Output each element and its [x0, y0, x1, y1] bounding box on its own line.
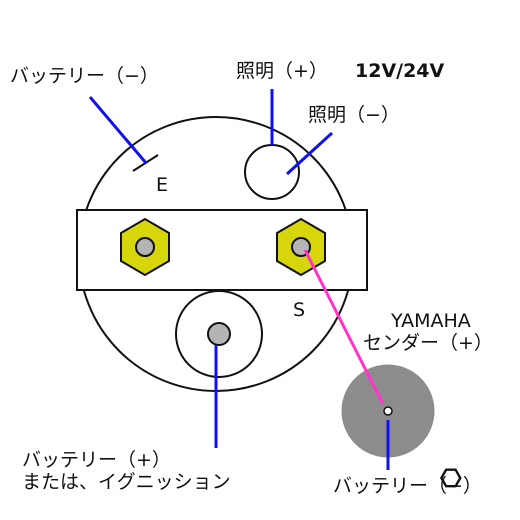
e-terminal-stud: [135, 237, 155, 257]
battery-minus-top-label: バッテリー（−）: [10, 65, 159, 87]
battery-minus-wire: [88, 96, 148, 164]
battery-minus-bottom-label: バッテリー（−）: [333, 475, 482, 497]
battery-plus-line2-label: または、イグニッション: [22, 471, 231, 493]
light-plus-label: 照明（+）: [236, 60, 328, 82]
sender-stud: [383, 406, 393, 416]
sender-plus-label: センダー（+）: [363, 332, 493, 354]
sender-signal-wire: [303, 249, 385, 405]
terminal-e-label: E: [156, 174, 168, 196]
terminal-s-label: S: [293, 299, 305, 321]
sender-hex-nut: [440, 468, 462, 488]
light-minus-label: 照明（−）: [308, 104, 400, 126]
battery-plus-line1-label: バッテリー（+）: [22, 449, 171, 471]
sender-brand-label: YAMAHA: [390, 310, 471, 332]
voltage-label: 12V/24V: [355, 60, 445, 82]
power-terminal-stud: [207, 322, 231, 346]
light-minus-wire: [285, 131, 334, 176]
